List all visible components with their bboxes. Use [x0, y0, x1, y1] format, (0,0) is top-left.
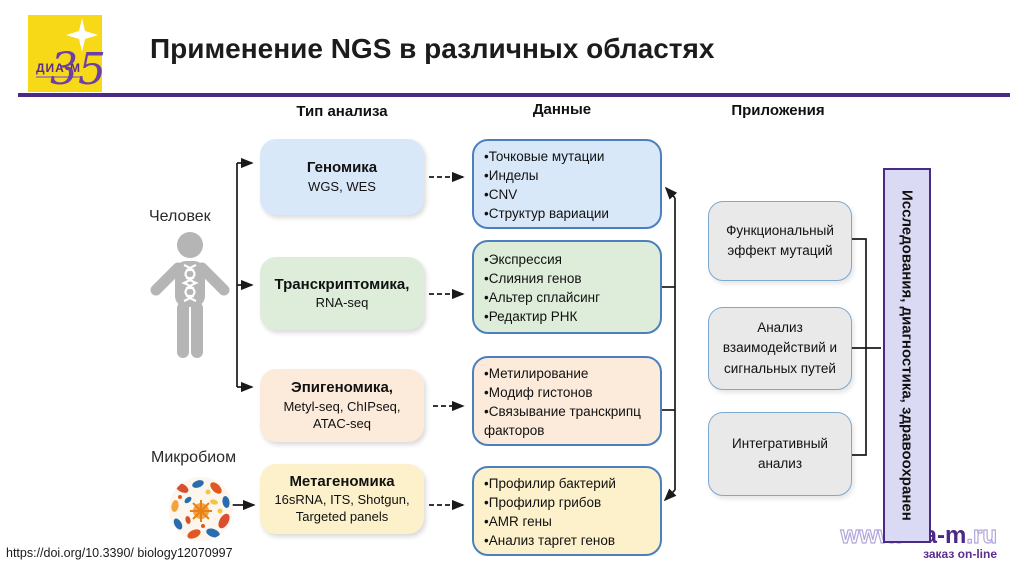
type-box-genomics: Геномика WGS, WES	[260, 139, 424, 215]
app-box-interaction-analysis: Анализ взаимодействий и сигнальных путей	[708, 307, 852, 390]
data-item: Профилир бактерий	[484, 474, 654, 493]
column-header-data: Данные	[532, 101, 592, 118]
type-subtitle: WGS, WES	[308, 178, 376, 194]
logo-brand-text: ДИА•М	[36, 61, 82, 75]
doi-reference: https://doi.org/10.3390/ biology12070997	[6, 546, 233, 560]
page-title: Применение NGS в различных областях	[150, 33, 715, 64]
type-title: Транскриптомика,	[274, 275, 410, 293]
header-divider	[18, 93, 1010, 97]
logo-tagline-line	[36, 76, 80, 78]
data-item: Метилирование	[484, 364, 654, 383]
microbiome-sphere-icon	[169, 477, 233, 541]
type-box-metagenomics: Метагеномика 16sRNA, ITS, Shotgun, Targe…	[260, 464, 424, 534]
data-item: Точковые мутации	[484, 147, 654, 166]
data-item: Редактир РНК	[484, 307, 654, 326]
outcome-banner-text: Исследования, диагностика, здравоохранен	[898, 190, 916, 521]
dna-helix-icon	[181, 263, 199, 303]
diam-logo: ДИА•М	[28, 15, 102, 92]
data-item: CNV	[484, 185, 654, 204]
type-title: Метагеномика	[289, 472, 395, 490]
type-subtitle: 16sRNA, ITS, Shotgun,	[274, 492, 410, 508]
data-box-metagenomics: Профилир бактерий Профилир грибов AMR ге…	[472, 466, 662, 556]
data-item: Профилир грибов	[484, 493, 654, 512]
data-item: AMR гены	[484, 512, 654, 531]
watermark-suffix: .ru	[966, 521, 998, 549]
type-subtitle: RNA-seq	[315, 295, 369, 311]
column-header-analysis-type: Тип анализа	[296, 103, 388, 120]
human-figure-icon	[150, 232, 230, 358]
data-box-transcriptomics: Экспрессия Слияния генов Альтер сплайсин…	[472, 240, 662, 334]
column-header-applications: Приложения	[731, 102, 825, 119]
logo-anniversary-number: 35	[50, 44, 106, 95]
applications-bracket	[851, 238, 867, 456]
data-item: Структур вариации	[484, 204, 654, 223]
type-box-epigenomics: Эпигеномика, Metyl-seq, ChIPseq, ATAC-se…	[260, 369, 424, 442]
outcome-banner: Исследования, диагностика, здравоохранен	[883, 168, 931, 543]
type-box-transcriptomics: Транскриптомика, RNA-seq	[260, 257, 424, 330]
app-box-functional-effect: Функциональный эффект мутаций	[708, 201, 852, 281]
data-item: Инделы	[484, 166, 654, 185]
data-item: Анализ таргет генов	[484, 531, 654, 550]
data-box-epigenomics: Метилирование Модиф гистонов Связывание …	[472, 356, 662, 446]
data-item: Связывание транскрипц факторов	[484, 402, 654, 440]
sparkle-icon	[66, 18, 98, 52]
app-box-integrative-analysis: Интегративный анализ	[708, 412, 852, 496]
microbiome-label: Микробиом	[151, 449, 237, 466]
type-title: Эпигеномика,	[291, 379, 393, 397]
watermark-tagline: заказ on-line	[923, 547, 997, 561]
type-subtitle: Metyl-seq, ChIPseq,	[283, 398, 401, 414]
type-subtitle-2: Targeted panels	[295, 509, 389, 525]
human-label: Человек	[149, 208, 211, 225]
data-item: Альтер сплайсинг	[484, 288, 654, 307]
data-item: Слияния генов	[484, 269, 654, 288]
type-subtitle-2: ATAC-seq	[312, 415, 372, 431]
data-item: Модиф гистонов	[484, 383, 654, 402]
data-box-genomics: Точковые мутации Инделы CNV Структур вар…	[472, 139, 662, 229]
type-title: Геномика	[306, 159, 378, 177]
data-item: Экспрессия	[484, 250, 654, 269]
